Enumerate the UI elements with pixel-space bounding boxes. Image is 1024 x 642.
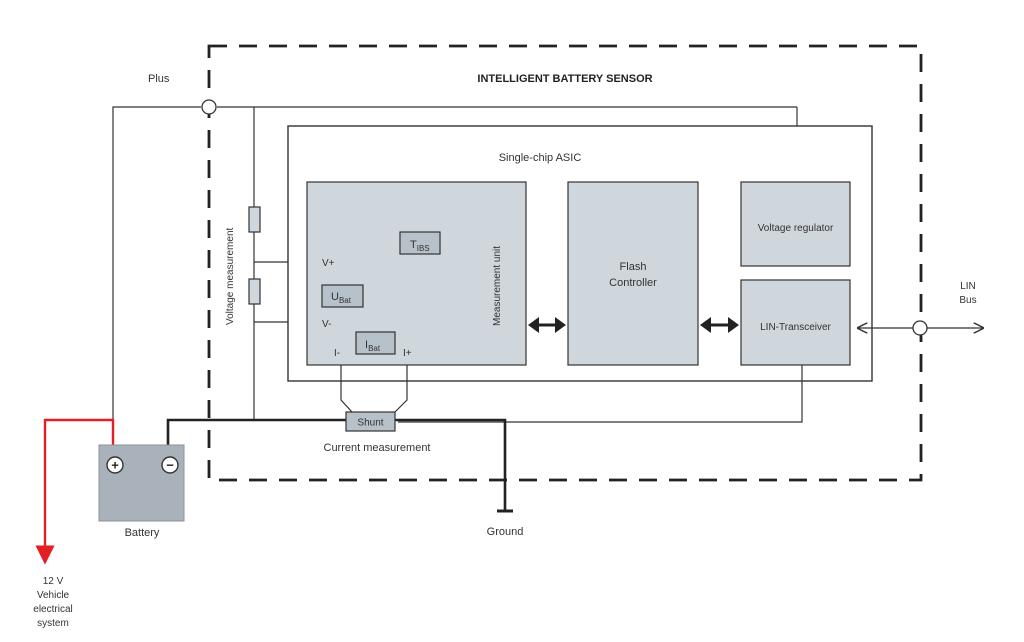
- u-bat-label: UBat: [331, 291, 352, 305]
- vehicle-label-1: 12 V: [43, 576, 64, 587]
- t-ibs-label: TIBS: [410, 239, 430, 253]
- plus-label: Plus: [148, 73, 170, 85]
- lin-transceiver-block: [740, 279, 851, 366]
- shunt-resistor: [345, 411, 396, 432]
- i-plus-label: I+: [403, 348, 412, 359]
- measurement-unit-block: [306, 181, 527, 366]
- vehicle-label-2: Vehicle: [37, 590, 70, 601]
- connector-circle-icon: [201, 99, 217, 115]
- lin-transceiver-label: LIN-Transceiver: [760, 322, 831, 333]
- shunt-sense-left: [340, 365, 353, 413]
- shunt-label: Shunt: [357, 418, 383, 429]
- battery-plus-symbol: +: [111, 458, 119, 473]
- double-arrow-icon: [700, 317, 739, 333]
- battery-minus-terminal: [161, 456, 179, 474]
- v-plus-label: V+: [322, 258, 335, 269]
- flash-label-2: Controller: [609, 277, 657, 289]
- flash-controller-block: [567, 181, 699, 366]
- lin-bus-label-1: LIN: [960, 281, 976, 292]
- vehicle-label-4: system: [37, 618, 69, 629]
- ground-label: Ground: [487, 526, 524, 538]
- shunt-sense-right: [394, 365, 408, 413]
- voltage-regulator-block: [740, 181, 851, 267]
- resistor-icon: [248, 206, 261, 233]
- plus-wire: [112, 106, 201, 445]
- current-measurement-label: Current measurement: [324, 442, 431, 454]
- flash-label-1: Flash: [620, 261, 647, 273]
- sensor-title: INTELLIGENT BATTERY SENSOR: [477, 73, 652, 85]
- negative-return-wire: [166, 418, 507, 510]
- vehicle-supply-wire: [35, 418, 115, 565]
- u-bat-sensor: [321, 284, 364, 308]
- asic-label: Single-chip ASIC: [499, 152, 582, 164]
- measurement-unit-label: Measurement unit: [492, 246, 503, 326]
- lin-bus-label-2: Bus: [959, 295, 976, 306]
- battery-minus-symbol: −: [166, 458, 174, 473]
- i-minus-label: I-: [334, 348, 340, 359]
- battery-label: Battery: [125, 527, 160, 539]
- voltage-regulator-label: Voltage regulator: [758, 223, 834, 234]
- resistor-icon: [248, 278, 261, 305]
- sensor-boundary: [207, 44, 923, 482]
- connector-circle-icon: [912, 320, 928, 336]
- v-minus-label: V-: [322, 319, 331, 330]
- double-arrow-icon: [528, 317, 566, 333]
- t-ibs-sensor: [399, 231, 441, 255]
- battery-plus-terminal: [106, 456, 124, 474]
- lin-ground-return: [398, 365, 803, 423]
- vehicle-label-3: electrical: [33, 604, 72, 615]
- i-bat-sensor: [355, 331, 396, 355]
- voltage-measurement-label: Voltage measurement: [225, 227, 236, 325]
- i-bat-label: IBat: [365, 339, 381, 353]
